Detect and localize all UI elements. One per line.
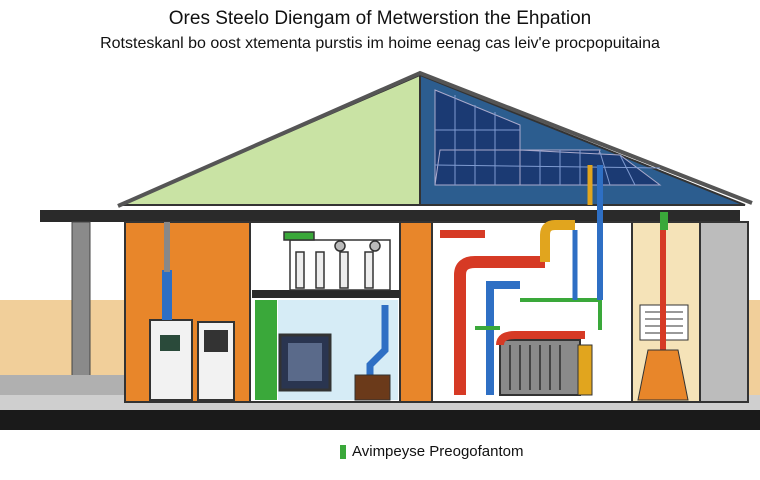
right-wall bbox=[699, 221, 749, 403]
circulation-pump bbox=[577, 344, 593, 396]
stove-window bbox=[288, 343, 322, 381]
riser-base bbox=[637, 349, 689, 401]
diagram-title: Ores Steelo Diengam of Metwerstion the E… bbox=[168, 8, 592, 29]
green-wall-panel bbox=[255, 300, 277, 400]
porch-deck bbox=[0, 375, 125, 395]
boiler-unit-left bbox=[149, 222, 235, 401]
storage-tank bbox=[354, 374, 391, 401]
shelf bbox=[252, 290, 400, 298]
legend: Avimpeyse Preogofantom bbox=[340, 443, 523, 460]
diagram-subtitle: Rotsteskanl bo oost xtementa purstis im … bbox=[100, 35, 660, 52]
roof-edge bbox=[117, 70, 753, 208]
valve-red bbox=[440, 230, 485, 238]
solar-panel-array bbox=[434, 89, 662, 186]
legend-label: Avimpeyse Preogofantom bbox=[352, 443, 524, 460]
riser-cap bbox=[660, 212, 668, 230]
heating-pipework bbox=[454, 165, 603, 395]
pipe-manifold bbox=[283, 231, 391, 291]
porch-column bbox=[71, 221, 91, 388]
heat-exchanger-fins bbox=[509, 345, 561, 390]
hot-water-riser bbox=[660, 230, 666, 350]
orange-wall-divider bbox=[399, 221, 433, 403]
foundation-strip bbox=[0, 410, 760, 430]
legend-swatch bbox=[340, 444, 346, 459]
hot-return-pipe bbox=[496, 331, 585, 346]
cold-supply-pipe bbox=[366, 305, 389, 380]
ceiling-beam bbox=[40, 210, 740, 222]
